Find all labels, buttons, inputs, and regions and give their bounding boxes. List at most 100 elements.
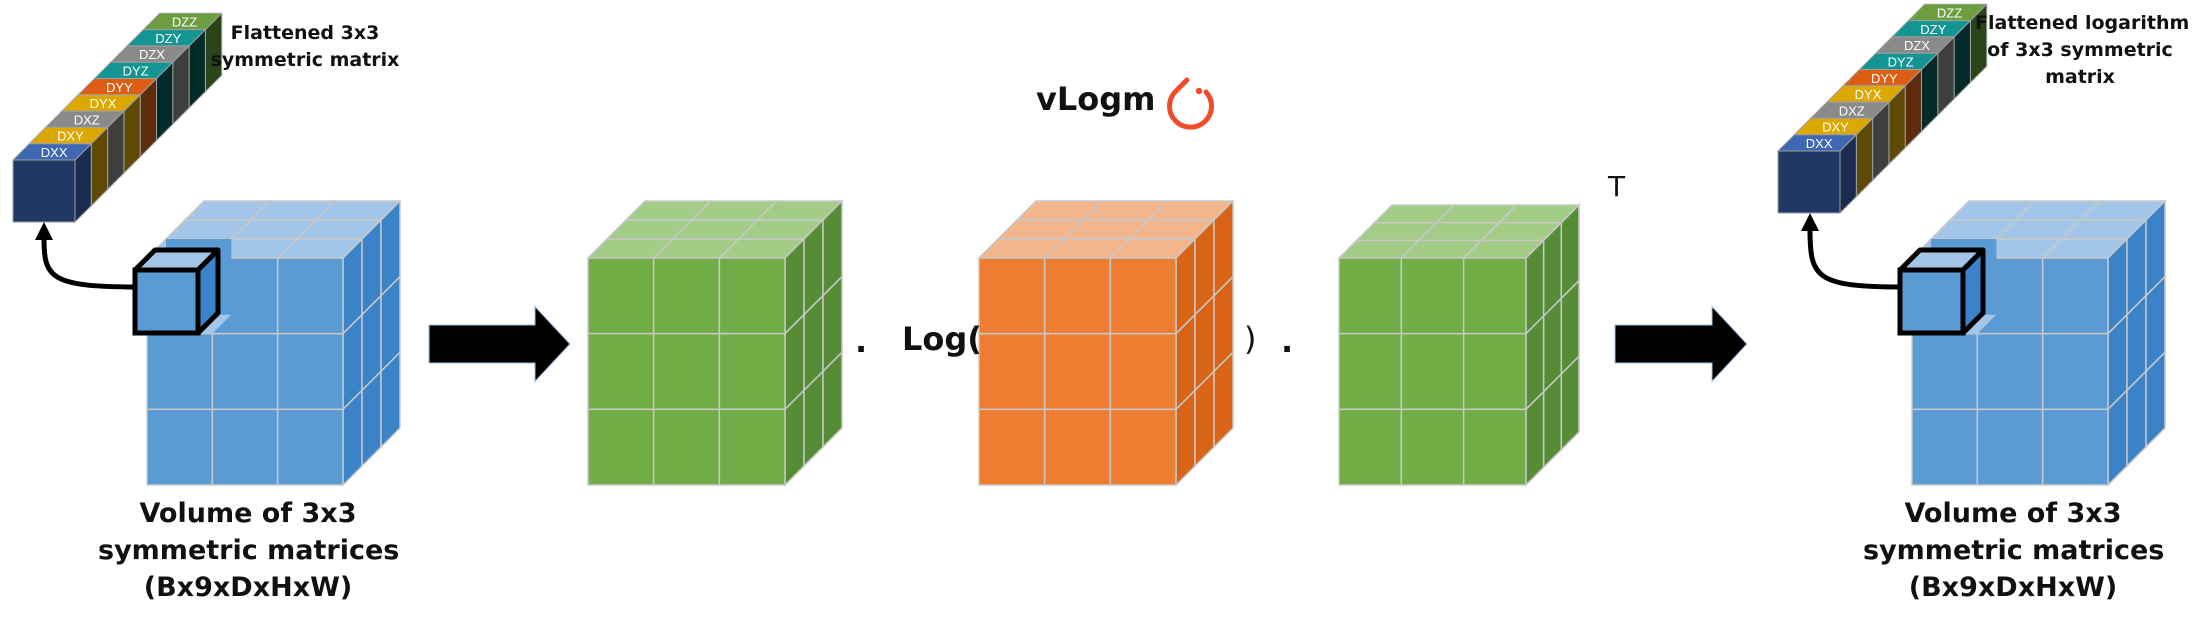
cube-front-cell [146, 408, 214, 486]
output-flattened-label-line-2: of 3x3 symmetric [1987, 39, 2173, 61]
output-volume-label: Volume of 3x3 symmetric matrices (Bx9xDx… [1863, 495, 2165, 606]
cube-front-cell [276, 408, 344, 486]
cube-front-cell [211, 408, 279, 486]
curved-arrow-head [35, 222, 53, 240]
pytorch-logo-icon [1167, 77, 1215, 130]
cube-front-cell [211, 332, 279, 411]
cube-front-cell [587, 408, 655, 486]
stack-slab-label-dxy: DXY [1822, 120, 1849, 135]
arrow-right-1 [428, 305, 571, 383]
cube-front-cell [978, 332, 1046, 411]
block-arrow-shape [1614, 305, 1748, 383]
output-flattened-label-line-1: Flattened logarithm [1975, 12, 2190, 34]
dot-operator-1: . [855, 322, 868, 360]
cube-side-cell [1525, 389, 1545, 487]
output-voxel-to-stack-arrow [1801, 213, 1903, 290]
cube-front-cell [2041, 257, 2109, 335]
stack-slab-label-dzy: DZY [155, 31, 181, 46]
cube-front-cell [1911, 332, 1979, 411]
stack-slab-label-dzz: DZZ [1937, 6, 1962, 21]
cube-front-cell [1338, 408, 1403, 486]
voxel-front-face [132, 267, 201, 336]
stack-slab-label-dyy: DYY [106, 80, 133, 95]
log-open-label: Log( [902, 320, 982, 358]
eigenvector-transpose-cube [1337, 203, 1581, 487]
cube-front-cell [276, 257, 344, 335]
output-flattened-label: Flattened logarithm of 3x3 symmetric mat… [1975, 10, 2190, 91]
cube-front-cell [1911, 408, 1979, 486]
cube-front-cell [1043, 408, 1112, 486]
cube-front-cell [1338, 257, 1403, 335]
stack-slab-label-dxz: DXZ [1839, 103, 1865, 118]
stack-slab-label-dyx: DYX [1855, 87, 1882, 102]
stack-slab-label-dzx: DZX [139, 47, 165, 62]
curved-arrow-head [1801, 213, 1819, 231]
output-volume-label-line-3: (Bx9xDxHxW) [1908, 572, 2118, 603]
pytorch-logo-arc [1167, 77, 1215, 130]
curved-arrow-line [41, 237, 138, 290]
stack-front-face [12, 159, 76, 223]
input-flattened-label-line-2: symmetric matrix [210, 49, 400, 71]
cube-front-cell [1043, 257, 1112, 335]
cube-front-cell [978, 257, 1046, 335]
cube-front-cell [1400, 332, 1465, 411]
transpose-superscript: T [1608, 170, 1626, 203]
cube-front-cell [2041, 332, 2109, 411]
cube-front-cell [978, 408, 1046, 486]
cube-front-cell [587, 332, 655, 411]
stack-slab-label-dyy: DYY [1871, 71, 1898, 86]
cube-side-cell [1542, 372, 1563, 470]
stack-slab-label-dxx: DXX [1806, 136, 1833, 151]
block-arrow-shape [428, 305, 571, 383]
cube-front-cell [146, 332, 214, 411]
cube-front-cell [1338, 332, 1403, 411]
output-flattened-label-line-3: matrix [2045, 66, 2115, 88]
cube-front-cell [276, 332, 344, 411]
cube-front-cell [1462, 257, 1527, 335]
cube-front-cell [652, 408, 721, 486]
arrow-right-2 [1614, 305, 1748, 383]
input-volume-label: Volume of 3x3 symmetric matrices (Bx9xDx… [98, 495, 399, 606]
log-close-label: ) [1244, 320, 1257, 358]
input-selected-voxel [132, 247, 221, 336]
output-selected-voxel [1897, 247, 1986, 336]
title-vlogm: vLogm [1036, 80, 1156, 118]
input-flattened-label-line-1: Flattened 3x3 [230, 22, 380, 44]
stack-slab-label-dxz: DXZ [74, 112, 100, 127]
input-volume-label-line-3: (Bx9xDxHxW) [143, 572, 353, 603]
cube-front-cell [1976, 332, 2044, 411]
cube-front-cell [1462, 332, 1527, 411]
cube-front-cell [1109, 408, 1177, 486]
output-volume-label-line-2: symmetric matrices [1863, 535, 2165, 566]
input-volume-label-line-1: Volume of 3x3 [139, 498, 357, 529]
stack-slab-label-dzz: DZZ [172, 15, 197, 30]
voxel-front-face [1897, 267, 1966, 336]
cube-front-cell [1462, 408, 1527, 486]
cube-front-cell [1400, 408, 1465, 486]
eigenvector-cube [586, 199, 844, 487]
cube-front-cell [1976, 408, 2044, 486]
cube-front-cell [652, 257, 721, 335]
cube-front-cell [718, 257, 786, 335]
output-volume-label-line-1: Volume of 3x3 [1904, 498, 2122, 529]
stack-slab-label-dxx: DXX [41, 145, 68, 160]
stack-slab-label-dyz: DYZ [123, 64, 149, 79]
cube-front-cell [718, 408, 786, 486]
stack-slab-label-dxy: DXY [57, 129, 84, 144]
input-flattened-label: Flattened 3x3 symmetric matrix [210, 20, 400, 74]
cube-front-cell [718, 332, 786, 411]
cube-front-cell [587, 257, 655, 335]
cube-front-cell [652, 332, 721, 411]
cube-side-cell [1213, 350, 1234, 449]
cube-side-cell [2145, 350, 2166, 449]
stack-slab-label-dzy: DZY [1920, 22, 1946, 37]
pytorch-logo-dot [1195, 87, 1203, 95]
cube-side-cell [1560, 354, 1580, 452]
stack-slab-label-dzx: DZX [1904, 38, 1930, 53]
cube-front-cell [2041, 408, 2109, 486]
cube-front-cell [1109, 257, 1177, 335]
cube-side-cell [822, 350, 843, 449]
stack-front-face [1777, 150, 1841, 214]
